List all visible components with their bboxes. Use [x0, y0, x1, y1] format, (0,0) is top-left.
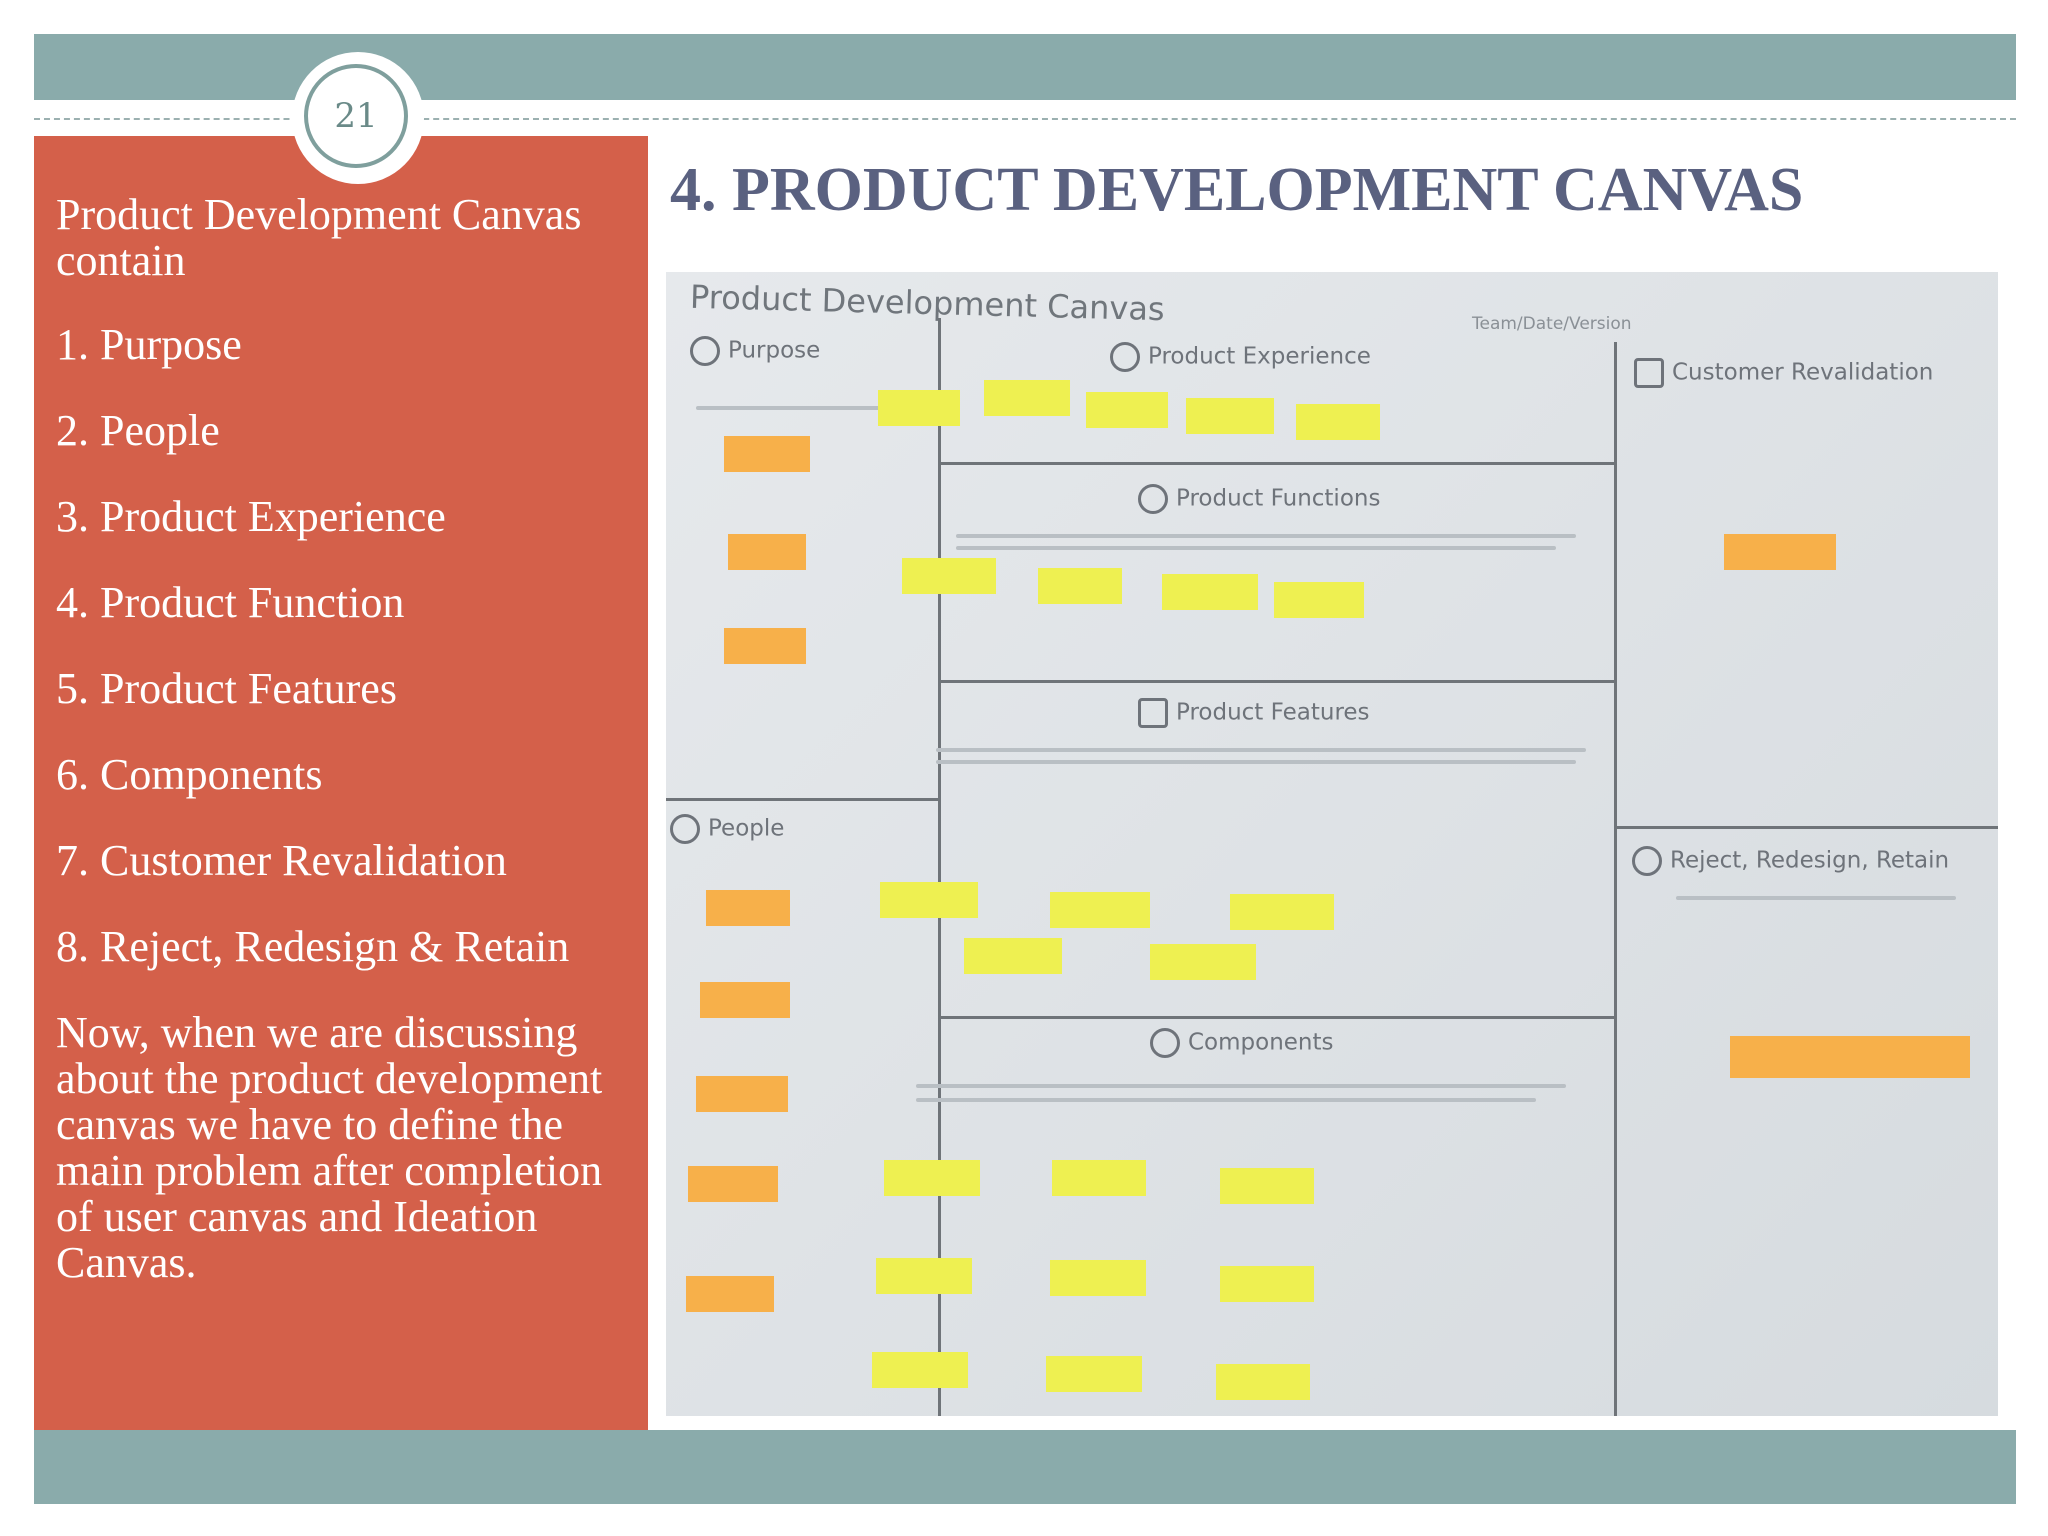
- sticky-note: [1220, 1266, 1314, 1302]
- sticky-note: [1162, 574, 1258, 610]
- list-item: 1. Purpose: [56, 320, 242, 369]
- sticky-note: [728, 534, 806, 570]
- grid-line: [1614, 342, 1617, 1416]
- printed-text-line: [956, 546, 1556, 550]
- sticky-note: [1050, 1260, 1146, 1296]
- section-product-features: Product Features: [1138, 698, 1370, 728]
- sticky-note: [1086, 392, 1168, 428]
- sticky-note: [1150, 944, 1256, 980]
- section-label: Customer Revalidation: [1672, 359, 1934, 386]
- section-reject-redesign-retain: Reject, Redesign, Retain: [1632, 846, 1949, 876]
- question-icon: [690, 336, 720, 366]
- section-label: Product Functions: [1176, 485, 1381, 512]
- sticky-note: [1724, 534, 1836, 570]
- section-label: Product Features: [1176, 699, 1370, 726]
- sticky-note: [1296, 404, 1380, 440]
- sticky-note: [872, 1352, 968, 1388]
- left-panel: Product Development Canvas contain 1. Pu…: [34, 136, 648, 1430]
- slide-number-badge: 21: [292, 52, 424, 184]
- printed-text-line: [916, 1098, 1536, 1102]
- sticky-note: [724, 628, 806, 664]
- intro-text: Product Development Canvas contain: [56, 190, 582, 285]
- section-label: Reject, Redesign, Retain: [1670, 847, 1950, 874]
- slide: Product Development Canvas contain 1. Pu…: [34, 34, 2016, 1504]
- printed-text-line: [936, 760, 1576, 764]
- sticky-note: [688, 1166, 778, 1202]
- sticky-note: [1230, 894, 1334, 930]
- section-label: People: [708, 815, 785, 842]
- sticky-note: [984, 380, 1070, 416]
- printed-text-line: [696, 406, 896, 410]
- dashed-divider: [34, 118, 2016, 120]
- left-text: Product Development Canvas contain 1. Pu…: [56, 192, 636, 1286]
- sticky-note: [1046, 1356, 1142, 1392]
- sticky-note: [1220, 1168, 1314, 1204]
- grid-line: [666, 798, 940, 801]
- slide-number: 21: [304, 64, 408, 168]
- sticky-note: [1052, 1160, 1146, 1196]
- gears-icon: [1150, 1028, 1180, 1058]
- section-product-experience: Product Experience: [1110, 342, 1371, 372]
- slide-title: 4. PRODUCT DEVELOPMENT CANVAS: [670, 156, 1804, 224]
- sticky-note: [706, 890, 790, 926]
- printed-text-line: [956, 534, 1576, 538]
- sticky-note: [1274, 582, 1364, 618]
- list-item: 5. Product Features: [56, 664, 397, 713]
- list-item: 6. Components: [56, 750, 323, 799]
- briefcase-icon: [1138, 698, 1168, 728]
- section-label: Product Experience: [1148, 343, 1371, 370]
- note-text: Now, when we are discussing about the pr…: [56, 1008, 603, 1287]
- canvas-paper: [666, 272, 1998, 1416]
- sticky-note: [880, 882, 978, 918]
- sticky-note: [884, 1160, 980, 1196]
- list-item: 7. Customer Revalidation: [56, 836, 507, 885]
- grid-line: [1616, 826, 1998, 829]
- bottom-band: [34, 1430, 2016, 1504]
- printed-text-line: [936, 748, 1586, 752]
- sticky-note: [1216, 1364, 1310, 1400]
- grid-line: [940, 1016, 1616, 1019]
- sticky-note: [876, 1258, 972, 1294]
- grid-line: [940, 680, 1616, 683]
- people-icon: [670, 814, 700, 844]
- list-item: 4. Product Function: [56, 578, 405, 627]
- sticky-note: [1730, 1036, 1970, 1078]
- printed-text-line: [1676, 896, 1956, 900]
- section-label: Purpose: [728, 337, 821, 364]
- section-components: Components: [1150, 1028, 1334, 1058]
- sticky-note: [1186, 398, 1274, 434]
- sticky-note: [1038, 568, 1122, 604]
- sticky-note: [902, 558, 996, 594]
- sticky-note: [686, 1276, 774, 1312]
- grid-line: [938, 318, 941, 1416]
- printed-text-line: [916, 1084, 1566, 1088]
- sticky-note: [696, 1076, 788, 1112]
- flask-icon: [1632, 846, 1662, 876]
- list-item: 8. Reject, Redesign & Retain: [56, 922, 570, 971]
- list-item: 3. Product Experience: [56, 492, 446, 541]
- crown-icon: [1110, 342, 1140, 372]
- section-customer-revalidation: Customer Revalidation: [1634, 358, 1933, 388]
- list-item: 2. People: [56, 406, 220, 455]
- canvas-parts-list: 1. Purpose 2. People 3. Product Experien…: [56, 322, 636, 970]
- sticky-note: [964, 938, 1062, 974]
- sticky-note: [700, 982, 790, 1018]
- sticky-note: [878, 390, 960, 426]
- grid-line: [940, 462, 1616, 465]
- sticky-note: [1050, 892, 1150, 928]
- section-label: Components: [1188, 1029, 1334, 1056]
- section-purpose: Purpose: [690, 336, 820, 366]
- section-product-functions: Product Functions: [1138, 484, 1380, 514]
- canvas-photo: Product Development Canvas Team/Date/Ver…: [666, 272, 1998, 1416]
- section-people: People: [670, 814, 784, 844]
- wrench-icon: [1138, 484, 1168, 514]
- team-date-version-label: Team/Date/Version: [1472, 314, 1632, 334]
- sticky-note: [724, 436, 810, 472]
- clipboard-icon: [1634, 358, 1664, 388]
